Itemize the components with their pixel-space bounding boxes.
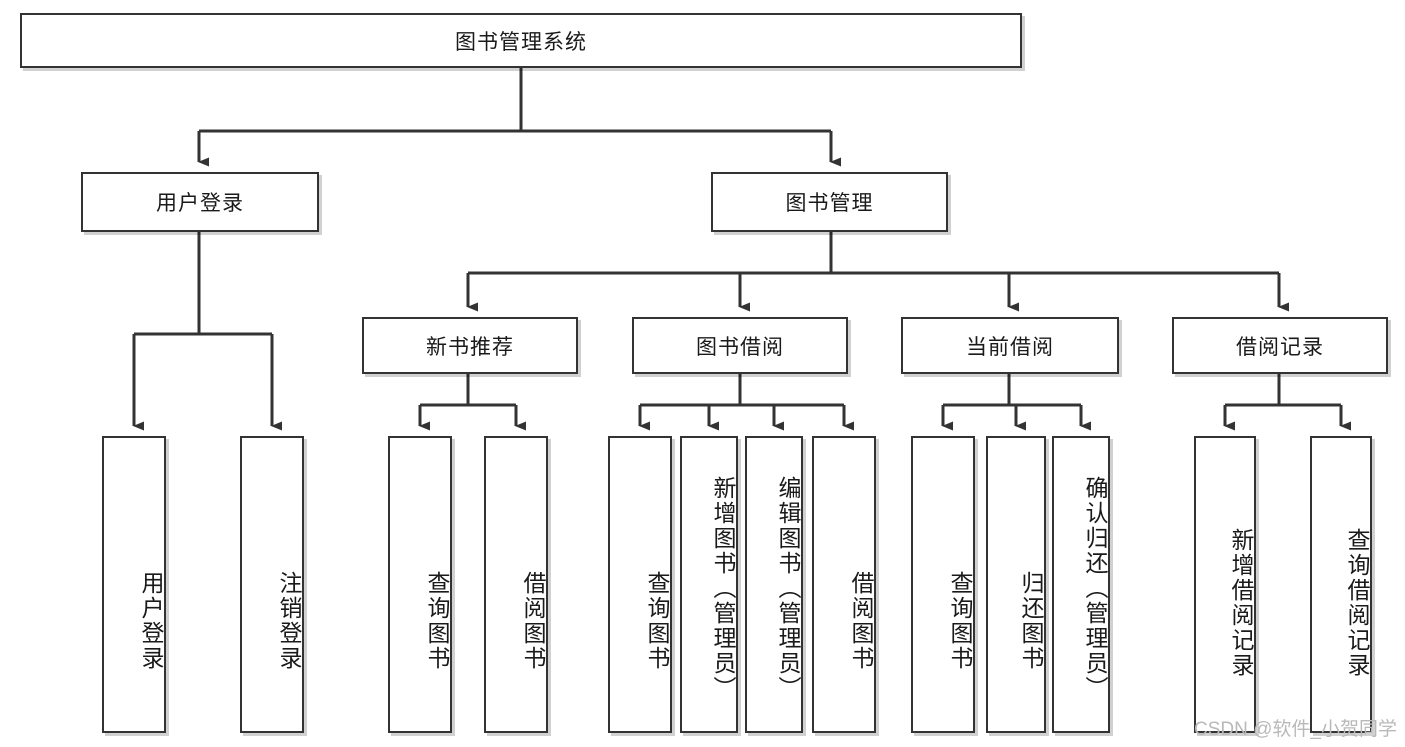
node-book-borrowing[interactable]: 图书借阅 <box>632 317 848 374</box>
leaf-query-books-recommend[interactable]: 查询图书 <box>388 436 452 733</box>
leaf-confirm-return-admin[interactable]: 确认归还（管理员） <box>1052 436 1110 733</box>
node-new-book-recommendation[interactable]: 新书推荐 <box>362 317 578 374</box>
leaf-borrow-books-recommend[interactable]: 借阅图书 <box>484 436 548 733</box>
node-root-system[interactable]: 图书管理系统 <box>20 13 1022 68</box>
leaf-return-books[interactable]: 归还图书 <box>986 436 1046 733</box>
node-book-management[interactable]: 图书管理 <box>711 172 948 232</box>
leaf-query-borrow-record[interactable]: 查询借阅记录 <box>1310 436 1372 733</box>
leaf-add-book-admin[interactable]: 新增图书（管理员） <box>680 436 738 733</box>
leaf-query-books-borrowing[interactable]: 查询图书 <box>608 436 672 733</box>
node-user-login[interactable]: 用户登录 <box>81 172 319 232</box>
node-current-borrowing[interactable]: 当前借阅 <box>901 317 1119 374</box>
leaf-query-books-current[interactable]: 查询图书 <box>911 436 975 733</box>
leaf-add-borrow-record[interactable]: 新增借阅记录 <box>1194 436 1256 733</box>
leaf-edit-book-admin[interactable]: 编辑图书（管理员） <box>745 436 803 733</box>
leaf-user-logout[interactable]: 注销登录 <box>240 436 304 733</box>
csdn-watermark: CSDN @软件_小贺同学 <box>1194 719 1397 740</box>
leaf-user-login[interactable]: 用户登录 <box>102 436 166 733</box>
node-borrowing-records[interactable]: 借阅记录 <box>1172 317 1388 374</box>
leaf-borrow-books-borrowing[interactable]: 借阅图书 <box>812 436 876 733</box>
